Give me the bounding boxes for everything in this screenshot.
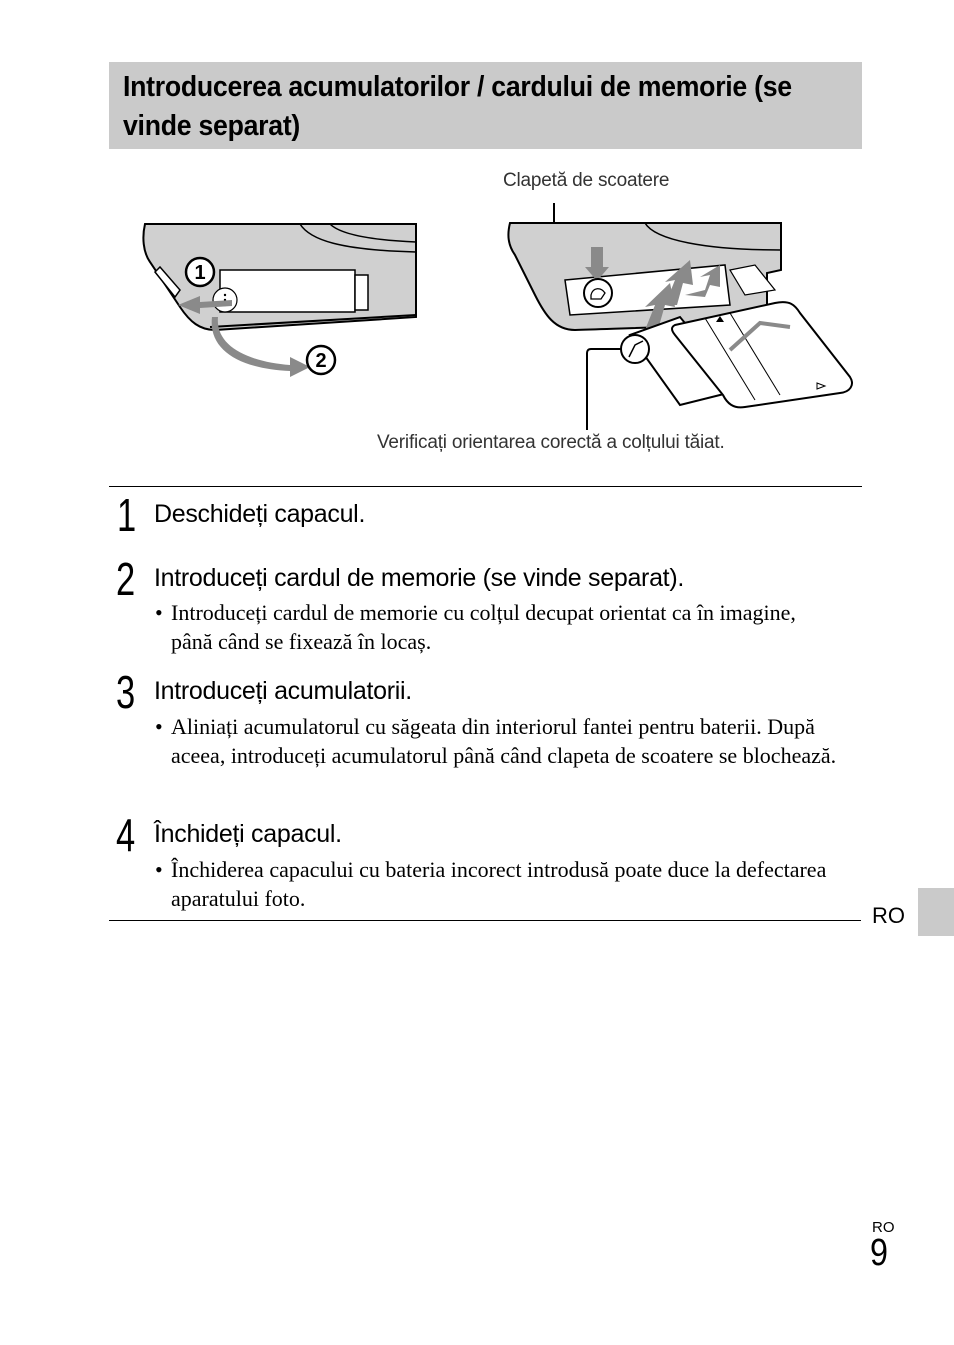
step-2-title: Introduceți cardul de memorie (se vinde … [154, 564, 685, 592]
step-4-bullet: • Închiderea capacului cu bateria incore… [155, 855, 845, 913]
insert-battery-illustration [507, 203, 853, 430]
marker-2-label: 2 [315, 350, 326, 372]
step-3-number: 3 [116, 666, 136, 718]
step-2-bullet: • Introduceți cardul de memorie cu colțu… [155, 598, 835, 656]
open-cover-illustration: 1 2 [142, 223, 417, 377]
section-title-box: Introducerea acumulatorilor / cardului d… [109, 62, 862, 149]
step-4-title: Închideți capacul. [154, 820, 342, 848]
bottom-divider [109, 920, 861, 921]
bullet-dot: • [155, 714, 163, 739]
step-3-bullet: • Aliniați acumulatorul cu săgeata din i… [155, 712, 845, 770]
marker-1-label: 1 [194, 262, 205, 284]
step-4-number: 4 [116, 809, 136, 861]
page-language-code: RO [872, 1219, 895, 1236]
language-tab-marker [918, 888, 954, 936]
page-title: Introducerea acumulatorilor / cardului d… [123, 71, 792, 142]
language-side-label: RO [872, 903, 905, 928]
step-2-number: 2 [116, 553, 136, 605]
bullet-dot: • [155, 857, 163, 882]
step-marker-2 [305, 344, 337, 376]
bullet-dot: • [155, 600, 163, 625]
step-2-bullet-text: Introduceți cardul de memorie cu colțul … [171, 600, 796, 654]
eject-lever-label: Clapetă de scoatere [503, 170, 670, 191]
top-divider [109, 486, 862, 487]
step-3-title: Introduceți acumulatorii. [154, 677, 412, 705]
page-number: 9 [870, 1232, 888, 1274]
step-1-title: Deschideți capacul. [154, 500, 366, 528]
step-4-bullet-text: Închiderea capacului cu bateria incorect… [171, 857, 827, 911]
step-3-bullet-text: Aliniați acumulatorul cu săgeata din int… [171, 714, 837, 768]
step-1-number: 1 [117, 489, 137, 541]
step-marker-1 [184, 256, 216, 288]
corner-orientation-label: Verificați orientarea corectă a colțului… [377, 432, 725, 453]
